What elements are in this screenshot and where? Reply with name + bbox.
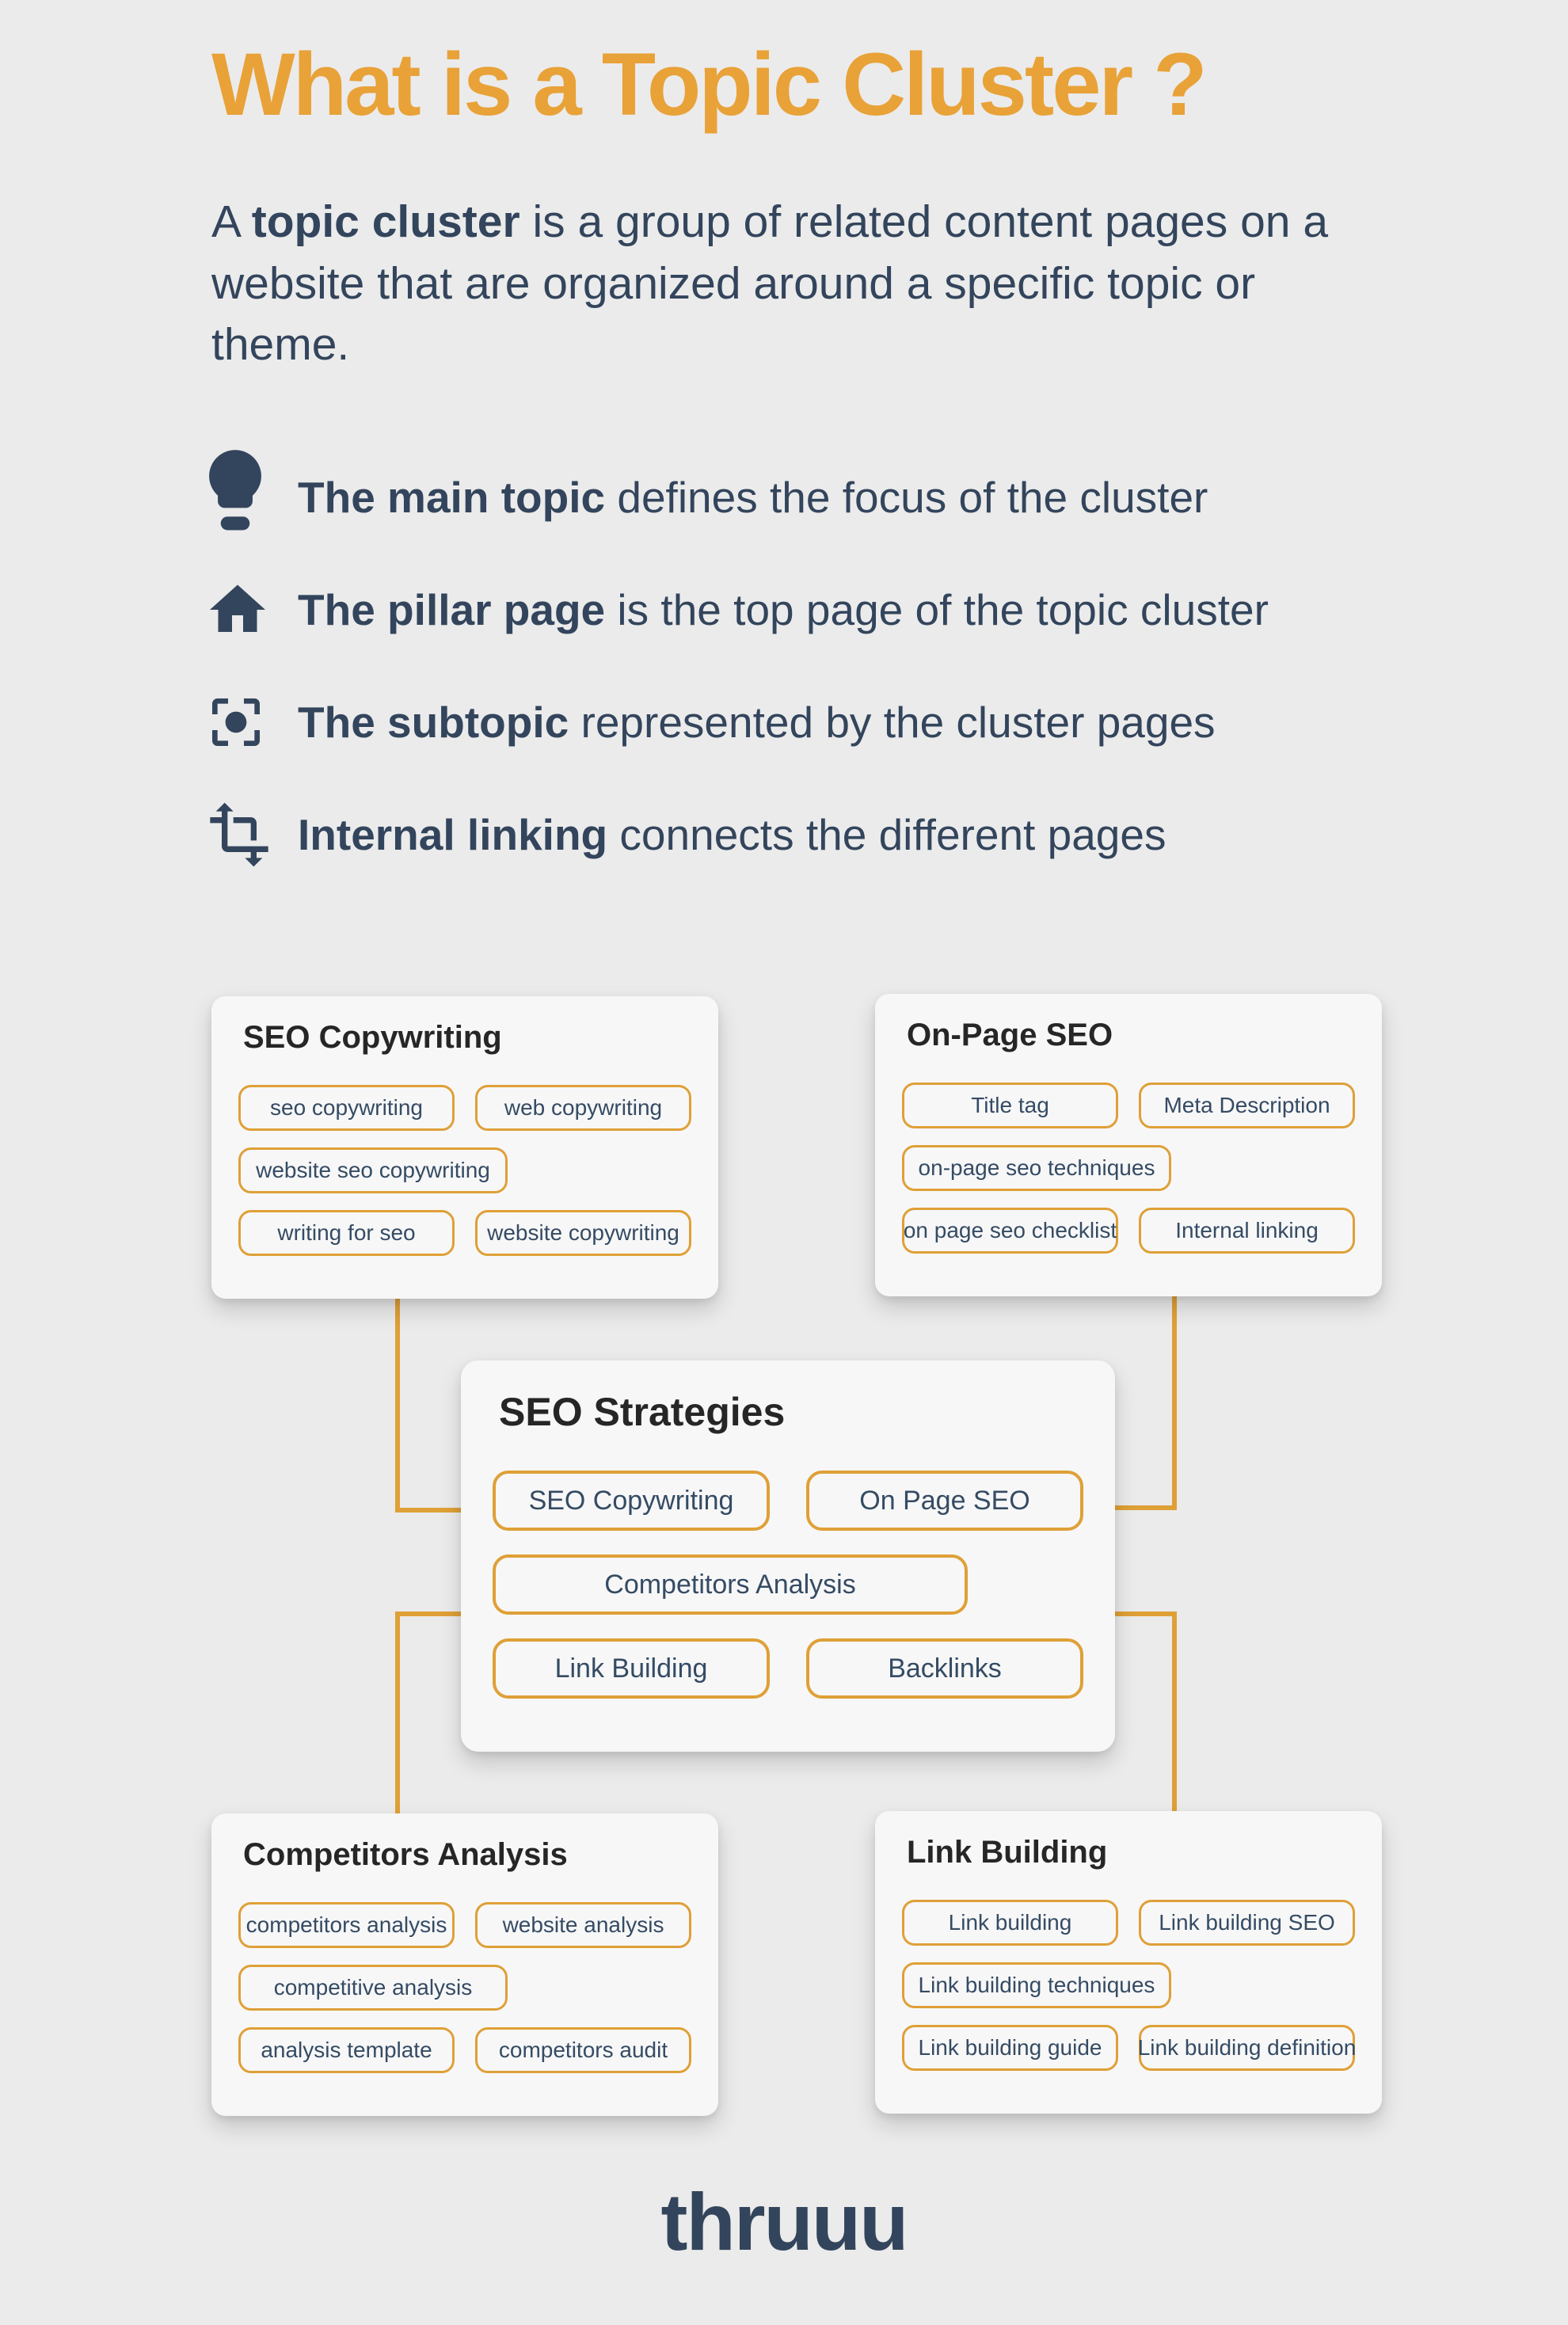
keyword-pill: Link building techniques [902,1962,1171,2008]
bullet-text: The main topic defines the focus of the … [298,472,1208,523]
cluster-box-seo-copywriting: SEO Copywriting seo copywriting web copy… [211,996,718,1299]
connector-bottom-left-vertical [395,1612,400,1815]
bullet-bold: The subtopic [298,698,569,747]
bullet-bold: The main topic [298,473,606,522]
page-title: What is a Topic Cluster ? [211,35,1208,134]
keyword-pill: website analysis [475,1902,691,1948]
subtopic-pill: On Page SEO [806,1471,1083,1531]
home-icon [204,576,298,643]
pill-rows: competitors analysis website analysis co… [238,1902,691,2073]
connector-top-left-horizontal [395,1508,490,1513]
connector-top-right-vertical [1172,1295,1177,1510]
keyword-pill: Link building SEO [1139,1900,1355,1946]
bullet-text: The pillar page is the top page of the t… [298,584,1269,635]
pill-rows: seo copywriting web copywriting website … [238,1085,691,1256]
cluster-box-title: Link Building [907,1835,1108,1870]
keyword-pill: competitive analysis [238,1965,508,2011]
connector-bottom-left-horizontal [395,1612,490,1616]
cluster-box-title: SEO Copywriting [243,1020,502,1055]
subtopic-pill: Backlinks [806,1638,1083,1699]
pillar-box-seo-strategies: SEO Strategies SEO Copywriting On Page S… [461,1360,1115,1752]
keyword-pill: Internal linking [1139,1208,1355,1254]
bullet-list: The main topic defines the focus of the … [204,450,1440,879]
subtopic-icon [204,691,298,754]
intro-bold-text: topic cluster [251,196,520,247]
pill-rows: Title tag Meta Description on-page seo t… [902,1083,1355,1254]
keyword-pill: writing for seo [238,1210,455,1256]
keyword-pill: competitors audit [475,2027,691,2073]
cluster-box-competitors-analysis: Competitors Analysis competitors analysi… [211,1813,718,2116]
cluster-box-link-building: Link Building Link building Link buildin… [875,1811,1382,2114]
keyword-pill: Link building [902,1900,1118,1946]
bullet-bold: Internal linking [298,810,608,859]
connector-bottom-right-horizontal [1082,1612,1177,1616]
keyword-pill: on-page seo techniques [902,1145,1171,1191]
keyword-pill: seo copywriting [238,1085,455,1131]
keyword-pill: Meta Description [1139,1083,1355,1128]
keyword-pill: website copywriting [475,1210,691,1256]
bullet-item-internal-linking: Internal linking connects the different … [204,790,1440,879]
lightbulb-icon [204,449,298,546]
keyword-pill: competitors analysis [238,1902,455,1948]
bullet-rest: represented by the cluster pages [569,698,1216,747]
keyword-pill: Link building guide [902,2025,1118,2071]
bullet-item-pillar-page: The pillar page is the top page of the t… [204,565,1440,654]
connector-bottom-right-vertical [1172,1612,1177,1813]
connector-top-left-vertical [395,1297,400,1513]
thruuu-logo: thruuu [660,2177,909,2267]
bullet-text: Internal linking connects the different … [298,809,1166,860]
cluster-box-title: On-Page SEO [907,1018,1113,1052]
bullet-rest: defines the focus of the cluster [605,473,1208,522]
bullet-rest: is the top page of the topic cluster [605,585,1269,634]
keyword-pill: analysis template [238,2027,455,2073]
intro-paragraph: A topic cluster is a group of related co… [211,192,1399,376]
intro-text: is a group of related content pages on a… [211,196,1329,371]
subtopic-pill: Link Building [493,1638,770,1699]
bullet-text: The subtopic represented by the cluster … [298,697,1216,748]
pillar-box-title: SEO Strategies [499,1390,786,1434]
pill-rows: SEO Copywriting On Page SEO Competitors … [493,1471,1083,1699]
bullet-bold: The pillar page [298,585,606,634]
keyword-pill: web copywriting [475,1085,691,1131]
internal-linking-icon [204,800,298,869]
subtopic-pill: SEO Copywriting [493,1471,770,1531]
intro-text: A [211,196,252,247]
pill-rows: Link building Link building SEO Link bui… [902,1900,1356,2071]
keyword-pill: website seo copywriting [238,1147,508,1193]
cluster-box-on-page-seo: On-Page SEO Title tag Meta Description o… [875,994,1382,1296]
bullet-item-subtopic: The subtopic represented by the cluster … [204,678,1440,767]
cluster-box-title: Competitors Analysis [243,1837,568,1872]
keyword-pill: on page seo checklist [902,1208,1118,1254]
subtopic-pill: Competitors Analysis [493,1554,968,1615]
connector-top-right-horizontal [1082,1505,1177,1510]
bullet-rest: connects the different pages [607,810,1166,859]
bullet-item-main-topic: The main topic defines the focus of the … [204,450,1440,542]
keyword-pill: Title tag [902,1083,1118,1128]
keyword-pill: Link building definition [1138,2025,1356,2071]
